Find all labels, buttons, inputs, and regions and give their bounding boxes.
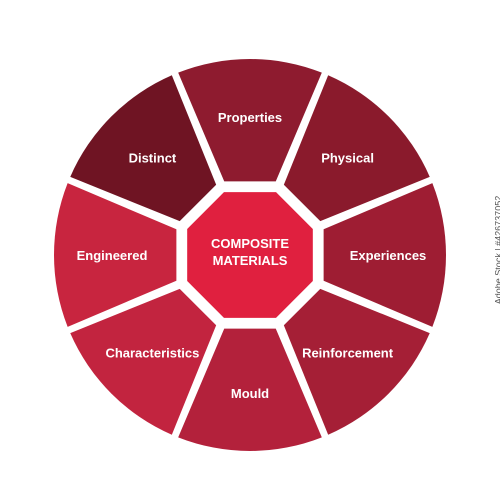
segment-mould: [178, 328, 322, 451]
segment-engineered: [54, 183, 177, 327]
segment-label-properties: Properties: [218, 110, 282, 125]
segment-properties: [178, 59, 322, 182]
center-title-line1: COMPOSITE: [211, 236, 289, 251]
segment-label-mould: Mould: [231, 386, 269, 401]
segment-characteristics: [70, 288, 217, 435]
stock-id: Adobe Stock | #426737052: [493, 195, 500, 305]
segments-layer: PropertiesPhysicalExperiencesReinforceme…: [54, 59, 446, 451]
segment-label-characteristics: Characteristics: [105, 346, 199, 361]
segment-distinct: [70, 75, 217, 222]
center-title-line2: MATERIALS: [213, 253, 288, 268]
segment-experiences: [323, 183, 446, 327]
segment-reinforcement: [283, 288, 430, 435]
segment-label-experiences: Experiences: [350, 248, 427, 263]
segment-label-engineered: Engineered: [77, 248, 148, 263]
segment-label-reinforcement: Reinforcement: [302, 346, 394, 361]
segment-label-physical: Physical: [321, 150, 374, 165]
center-octagon: [187, 192, 313, 318]
segment-label-distinct: Distinct: [129, 150, 177, 165]
segment-physical: [283, 75, 430, 222]
